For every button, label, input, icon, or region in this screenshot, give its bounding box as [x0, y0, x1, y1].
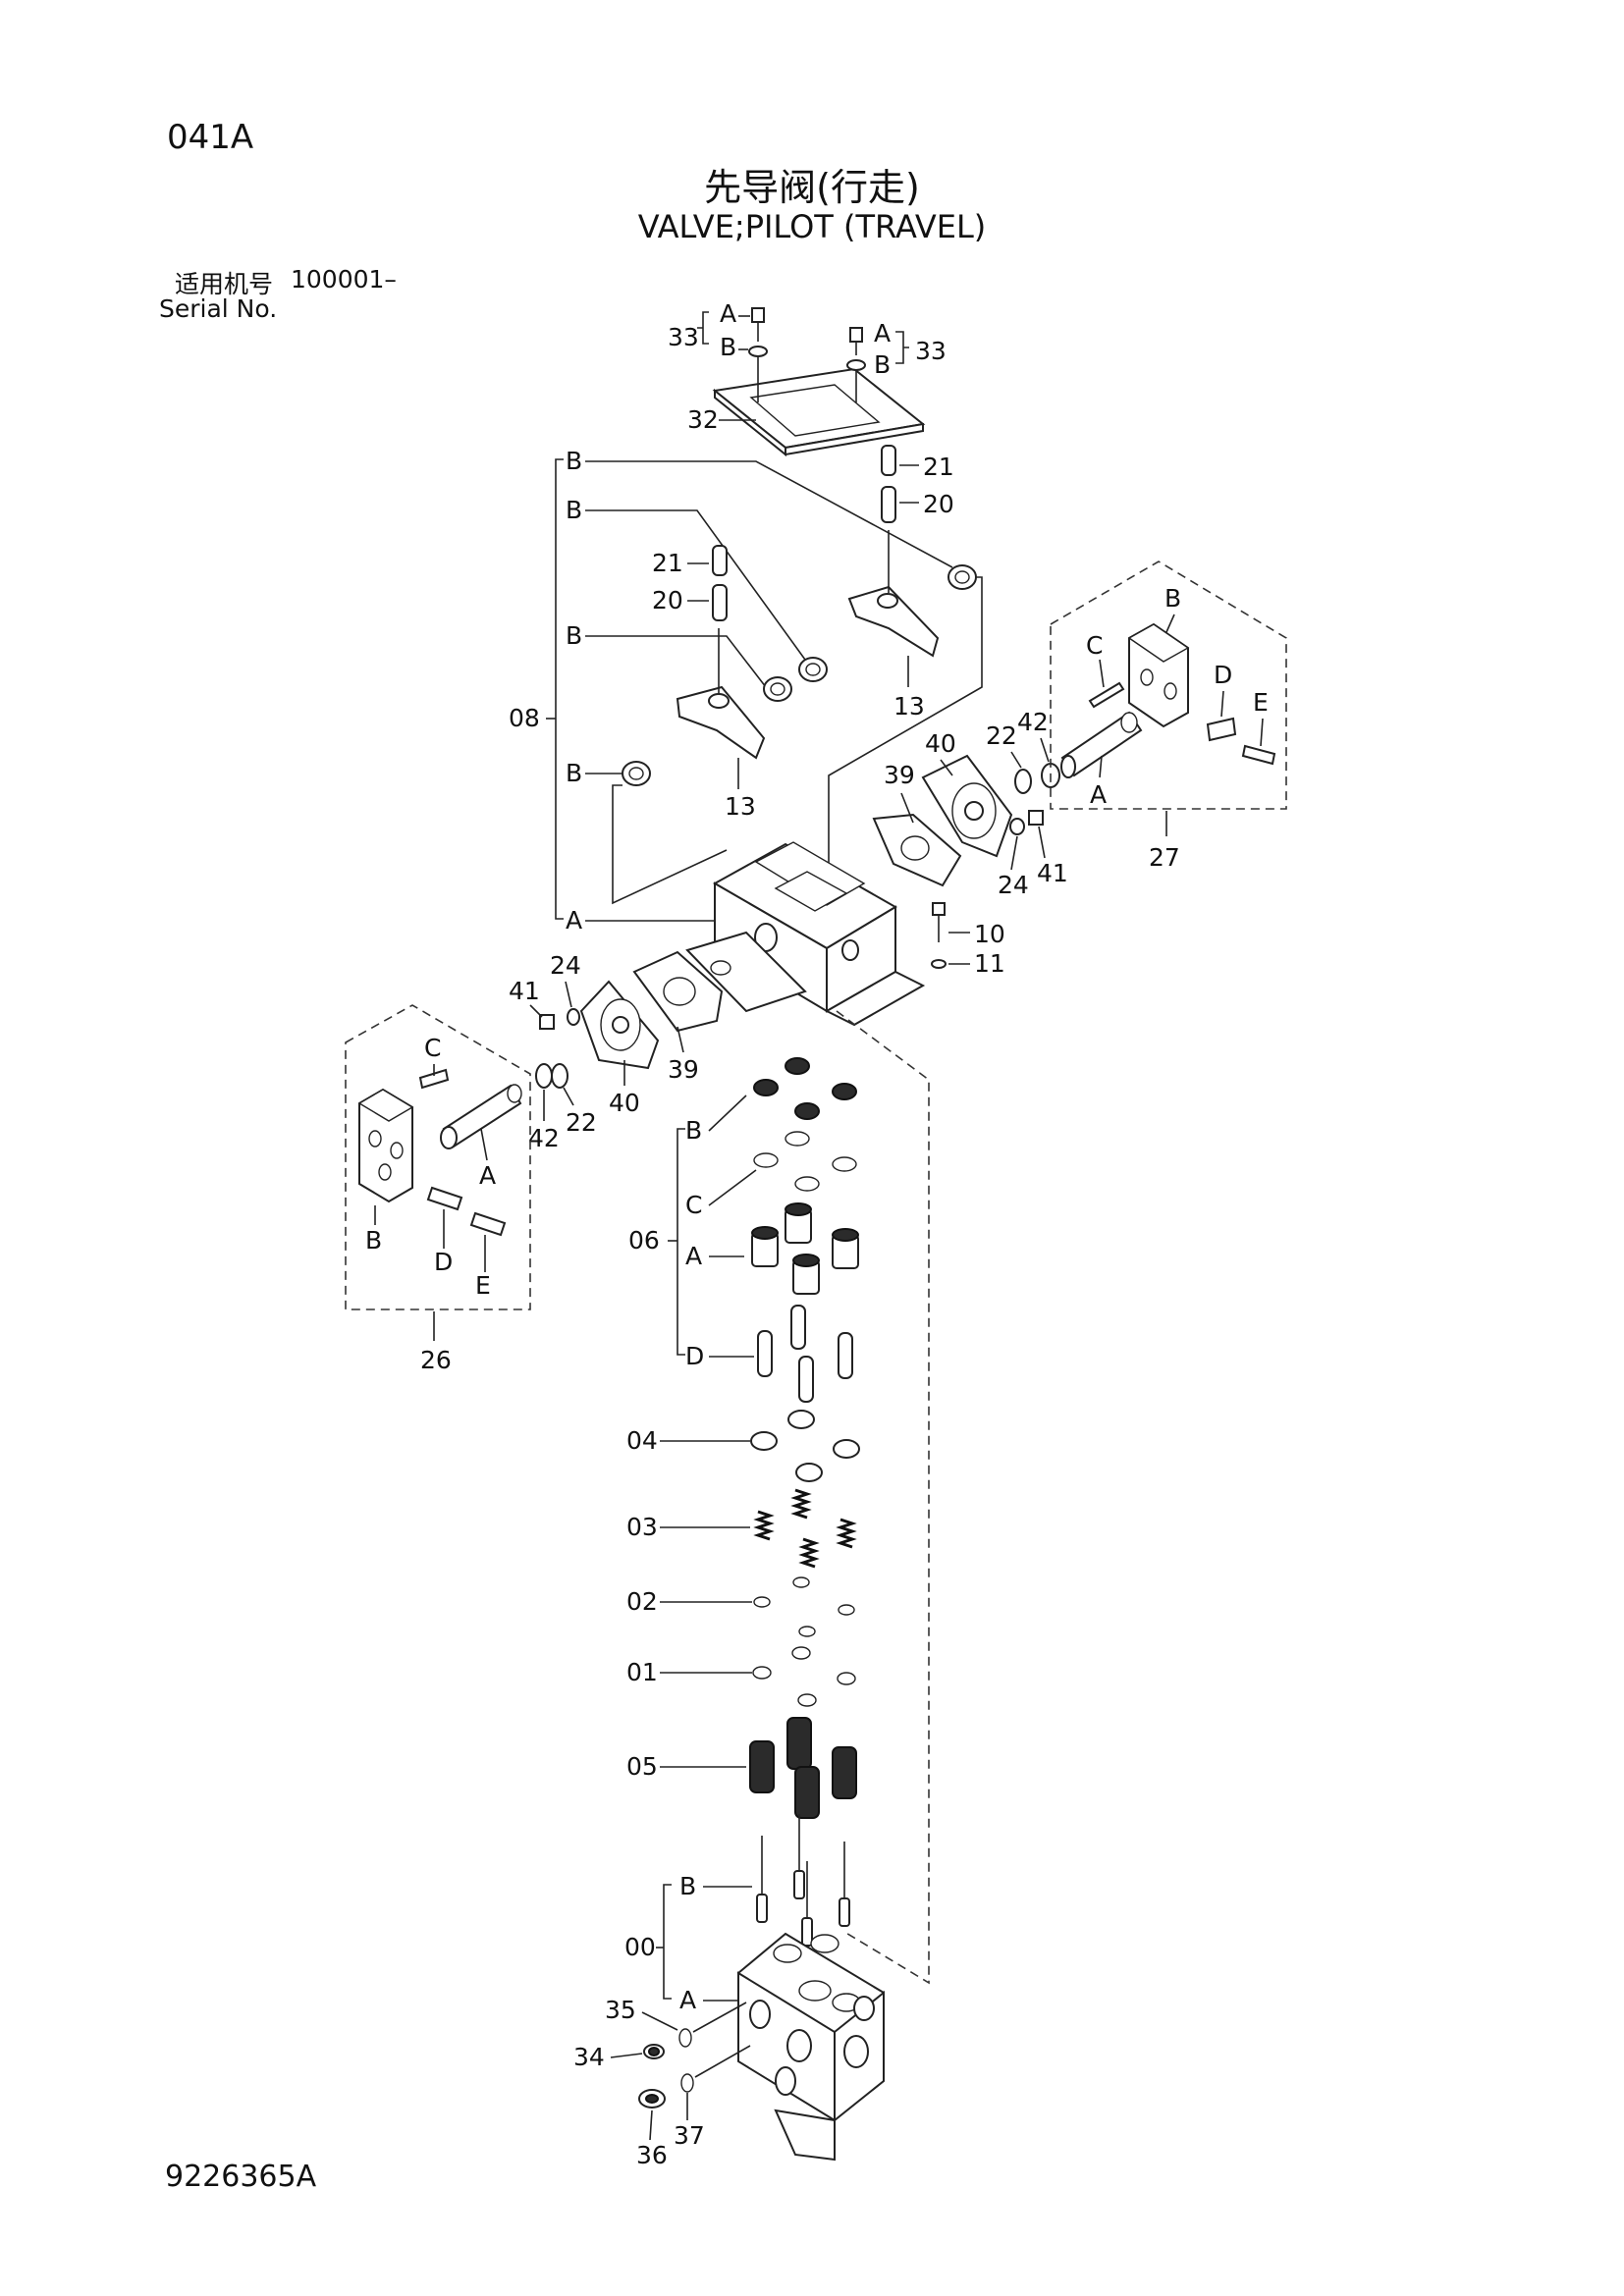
callout-13-lower: 13	[725, 792, 756, 821]
callout-26d: D	[434, 1248, 453, 1276]
callout-00a: A	[679, 1986, 696, 2014]
callout-33b-right: B	[874, 350, 891, 379]
callout-41-right: 41	[1037, 859, 1068, 887]
washer-icon	[752, 1576, 856, 1707]
callout-42-right: 42	[1017, 708, 1049, 736]
callout-26: 26	[420, 1346, 452, 1374]
title-english: VALVE;PILOT (TRAVEL)	[637, 208, 987, 245]
serial-label-english: Serial No.	[159, 294, 278, 323]
lever-icon	[676, 585, 940, 760]
spring-seat-icon	[750, 1410, 860, 1482]
callout-08b-3: B	[566, 621, 582, 650]
cover-plate-icon	[712, 367, 926, 457]
callout-13-upper: 13	[893, 692, 925, 721]
spring-icon	[753, 1488, 857, 1569]
callout-22-left: 22	[566, 1108, 597, 1137]
callout-08b-2: B	[566, 496, 582, 524]
callout-40-left: 40	[609, 1089, 640, 1117]
callout-08a: A	[566, 906, 582, 934]
callout-26b: B	[365, 1226, 382, 1255]
screw-icon	[1028, 810, 1044, 826]
seal-icon	[535, 1008, 580, 1089]
callout-33-left: 33	[668, 323, 699, 351]
callout-05: 05	[626, 1752, 658, 1781]
plunger-icon	[757, 1305, 853, 1403]
page-code: 041A	[167, 118, 254, 157]
callout-33-right: 33	[915, 337, 947, 365]
callout-39-right: 39	[884, 761, 915, 789]
plug-bolt-icon	[638, 2044, 666, 2109]
callout-40-right: 40	[925, 729, 956, 758]
block-icon	[357, 1088, 414, 1203]
callout-35: 35	[605, 1996, 636, 2024]
callout-26c: C	[424, 1034, 441, 1062]
return-spring-icon	[749, 1717, 857, 1819]
callout-08b-4: B	[566, 759, 582, 787]
callout-27d: D	[1214, 661, 1232, 689]
callout-02: 02	[626, 1587, 658, 1616]
shaft-icon	[440, 1084, 522, 1149]
serial-value: 100001–	[291, 265, 397, 294]
callout-27e: E	[1253, 688, 1269, 717]
callout-32: 32	[687, 405, 719, 434]
spool-icon	[756, 1814, 850, 1947]
bolt-icon	[931, 902, 947, 969]
callout-24-left: 24	[550, 951, 581, 980]
callout-26e: E	[475, 1271, 491, 1300]
document-number: 9226365A	[165, 2160, 317, 2194]
callout-06d: D	[685, 1342, 704, 1370]
screw-icon	[539, 1014, 555, 1030]
callout-41-left: 41	[509, 977, 540, 1005]
cam-icon	[872, 754, 1013, 887]
callout-27c: C	[1086, 631, 1103, 660]
callout-06c: C	[685, 1191, 702, 1219]
shaft-icon	[1060, 711, 1143, 778]
callout-21-right: 21	[923, 453, 954, 481]
cam-icon	[579, 950, 724, 1070]
callout-10: 10	[974, 920, 1005, 948]
callout-01: 01	[626, 1658, 658, 1686]
callout-37: 37	[674, 2121, 705, 2150]
o-ring-icon	[678, 2028, 694, 2093]
callout-26a: A	[479, 1161, 496, 1190]
seal-icon	[753, 1057, 857, 1192]
pin-icon	[1088, 681, 1276, 766]
callout-33a-left: A	[720, 299, 736, 328]
callout-24-right: 24	[998, 871, 1029, 899]
callout-03: 03	[626, 1513, 658, 1541]
pin-icon	[418, 1068, 507, 1237]
callout-00b: B	[679, 1872, 696, 1900]
callout-42-left: 42	[528, 1124, 560, 1152]
callout-22-right: 22	[986, 721, 1017, 750]
title-chinese: 先导阀(行走)	[704, 166, 920, 209]
callout-39-left: 39	[668, 1055, 699, 1084]
block-icon	[1127, 622, 1190, 728]
callout-00: 00	[624, 1933, 656, 1961]
casing-icon	[685, 841, 926, 1027]
callout-36: 36	[636, 2141, 668, 2169]
screw-washer-icon	[748, 307, 866, 402]
serial-label-chinese: 适用机号	[175, 270, 274, 298]
callout-27b: B	[1164, 584, 1181, 613]
callout-06a: A	[685, 1242, 702, 1270]
callout-04: 04	[626, 1426, 658, 1455]
callout-33b-left: B	[720, 333, 736, 361]
callout-34: 34	[573, 2043, 605, 2071]
callout-27a: A	[1090, 780, 1107, 809]
callout-08b-1: B	[566, 447, 582, 475]
plug-icon	[751, 1202, 859, 1295]
valve-body-icon	[736, 1932, 885, 2162]
callout-33a-right: A	[874, 319, 891, 347]
callout-21-left: 21	[652, 549, 683, 577]
callout-06b: B	[685, 1116, 702, 1145]
callout-08: 08	[509, 704, 540, 732]
callout-27: 27	[1149, 843, 1180, 872]
callout-20-right: 20	[923, 490, 954, 518]
callout-11: 11	[974, 949, 1005, 978]
bushing-icon	[622, 564, 977, 786]
callout-06: 06	[628, 1226, 660, 1255]
pin-icon	[712, 445, 896, 621]
callout-20-left: 20	[652, 586, 683, 614]
